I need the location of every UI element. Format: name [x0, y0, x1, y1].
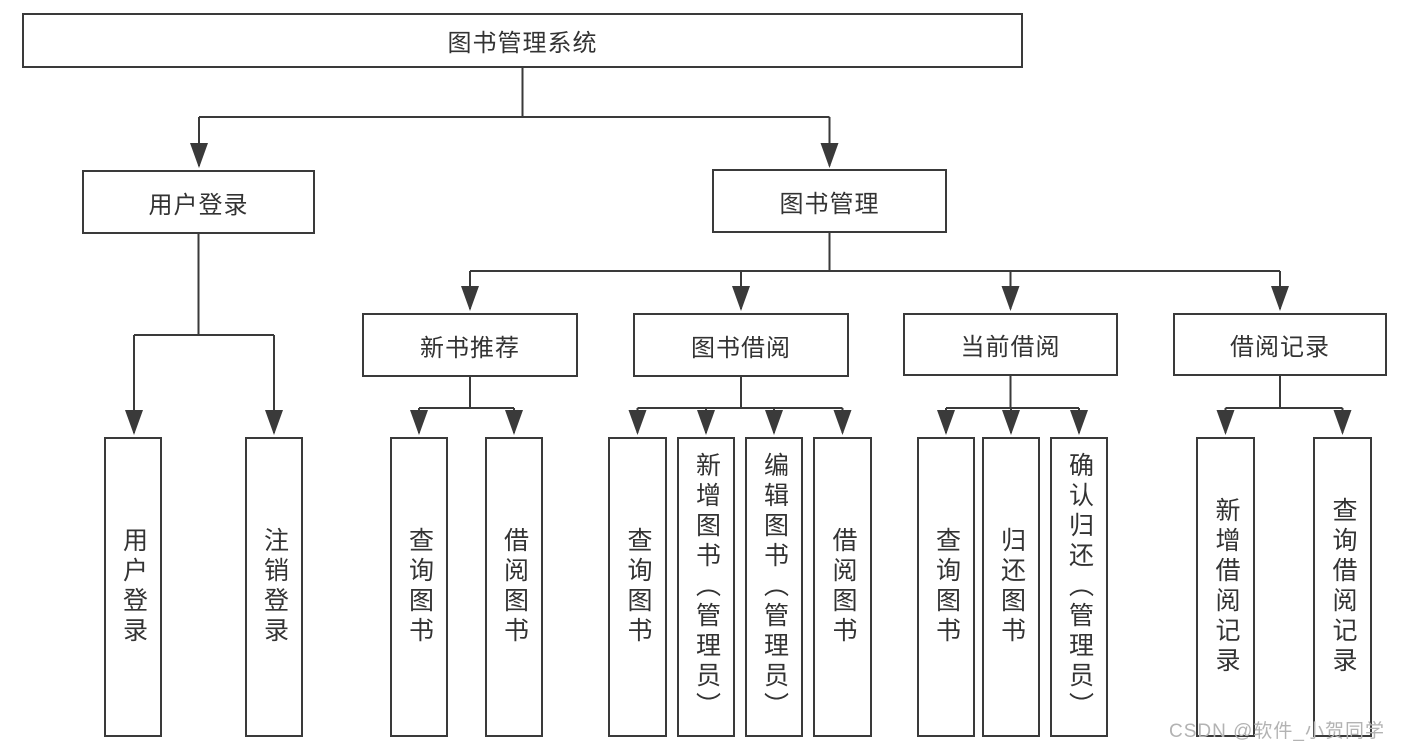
arrow-down-icon: [833, 410, 852, 435]
connector-root-to-level2: [190, 68, 839, 168]
node-label: 图书管理: [779, 190, 880, 218]
node-label: 图书管理系统: [447, 30, 598, 57]
node-book-borrowing: 图书借阅: [633, 313, 849, 377]
arrow-down-icon: [1271, 286, 1289, 311]
node-label: 图书借阅: [691, 334, 791, 362]
node-label: 注销登录: [260, 527, 289, 647]
node-library-management-system: 图书管理系统: [22, 13, 1023, 68]
csdn-watermark: CSDN @软件_小贺同学: [1169, 721, 1385, 742]
node-label: 查询图书: [405, 527, 434, 647]
node-leaf-borrow-books: 借阅图书: [813, 437, 872, 737]
arrow-down-icon: [732, 286, 750, 311]
arrow-down-icon: [190, 143, 208, 168]
connector-new-book-rec-children: [410, 377, 523, 435]
arrow-down-icon: [765, 410, 783, 435]
node-user-login: 用户登录: [82, 170, 315, 234]
node-label: 借阅图书: [500, 527, 529, 647]
node-label: 确认归还（管理员）: [1065, 452, 1094, 722]
node-borrowing-records: 借阅记录: [1173, 313, 1387, 376]
node-label: 用户登录: [119, 527, 148, 647]
node-leaf-logout: 注销登录: [245, 437, 303, 737]
node-label: 查询图书: [932, 527, 961, 647]
arrow-down-icon: [628, 410, 647, 435]
node-leaf-user-login: 用户登录: [104, 437, 162, 737]
arrow-down-icon: [461, 286, 479, 311]
node-label: 新增借阅记录: [1212, 497, 1240, 677]
arrow-down-icon: [1216, 410, 1235, 435]
node-label: 当前借阅: [960, 334, 1061, 361]
node-label: 查询图书: [624, 527, 652, 647]
node-leaf-confirm-return-admin: 确认归还（管理员）: [1050, 437, 1108, 737]
node-leaf-query-books-current: 查询图书: [917, 437, 975, 737]
connector-book-borrow-children: [628, 377, 852, 435]
arrow-down-icon: [820, 143, 839, 168]
node-leaf-return-books: 归还图书: [982, 437, 1040, 737]
arrow-down-icon: [505, 410, 523, 435]
node-book-management: 图书管理: [712, 169, 947, 233]
node-leaf-add-borrow-record: 新增借阅记录: [1196, 437, 1255, 737]
node-leaf-query-books-recommend: 查询图书: [390, 437, 448, 737]
node-leaf-edit-books-admin: 编辑图书（管理员）: [745, 437, 803, 737]
arrow-down-icon: [937, 410, 955, 435]
node-label: 编辑图书（管理员）: [760, 452, 789, 722]
node-leaf-borrow-books-recommend: 借阅图书: [485, 437, 543, 737]
arrow-down-icon: [1001, 286, 1020, 311]
node-new-book-recommend: 新书推荐: [362, 313, 578, 377]
connector-book-mgmt-children: [461, 233, 1289, 311]
node-leaf-query-borrow-record: 查询借阅记录: [1313, 437, 1372, 737]
arrow-down-icon: [265, 410, 283, 435]
node-label: 用户登录: [148, 191, 249, 219]
connector-current-borrow-children: [937, 376, 1088, 435]
arrow-down-icon: [1333, 410, 1352, 435]
node-label: 查询借阅记录: [1329, 497, 1357, 677]
node-label: 新书推荐: [420, 334, 520, 362]
arrow-down-icon: [125, 410, 143, 435]
node-label: 借阅记录: [1230, 334, 1330, 361]
node-label: 借阅图书: [829, 527, 857, 647]
node-label: 归还图书: [997, 527, 1026, 647]
node-label: 新增图书（管理员）: [692, 452, 721, 722]
node-leaf-query-books-borrowing: 查询图书: [608, 437, 667, 737]
node-leaf-add-books-admin: 新增图书（管理员）: [677, 437, 735, 737]
connector-borrow-record-children: [1216, 376, 1352, 435]
connector-user-login-children: [125, 234, 283, 435]
arrow-down-icon: [410, 410, 428, 435]
node-current-borrowing: 当前借阅: [903, 313, 1118, 376]
arrow-down-icon: [1070, 410, 1088, 435]
arrow-down-icon: [697, 410, 715, 435]
arrow-down-icon: [1002, 410, 1020, 435]
